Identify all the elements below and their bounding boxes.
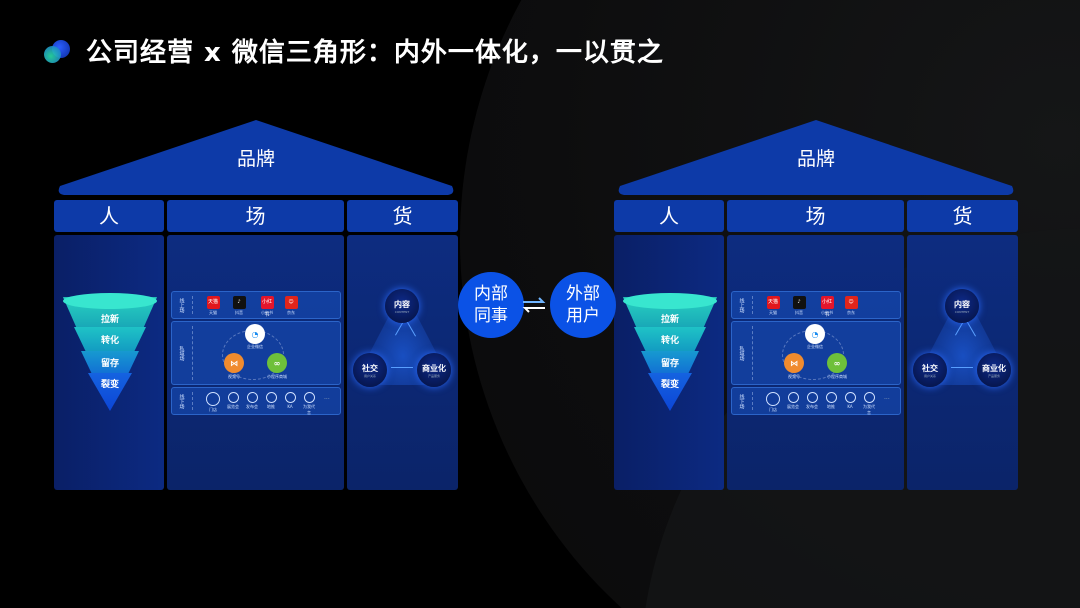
funnel-diagram: 拉新 转化 留存 裂变 <box>622 293 718 413</box>
people-panel: 拉新 转化 留存 裂变 <box>54 235 164 490</box>
swap-arrows-icon <box>521 295 547 315</box>
node-commerce: 商业化产品服务 <box>977 353 1011 387</box>
external-users-bubble: 外部用户 <box>550 272 616 338</box>
funnel-layer-convert: 转化 <box>74 327 146 351</box>
funnel-top <box>623 293 717 309</box>
xiaohongshu-icon: 小红书小红书 <box>820 296 834 318</box>
offline-scene-row: 线下场 门店 展览会 发布会 地推 KA 为我代言 ... <box>731 387 901 415</box>
douyin-icon: ♪抖音 <box>232 296 246 316</box>
channels-icon: ⋈ <box>224 353 244 373</box>
online-scene-row: 线上场 天猫天猫 ♪抖音 小红书小红书 ☺京东 <box>171 291 341 319</box>
column-header-scene: 场 <box>727 200 904 232</box>
scene-diagram: 线上场 天猫天猫 ♪抖音 小红书小红书 ☺京东 私域场 ◔ 企业微信 ⋈ 视频号… <box>171 291 341 415</box>
jd-icon: ☺京东 <box>284 296 298 316</box>
tmall-icon: 天猫天猫 <box>206 296 220 316</box>
private-scene-row: 私域场 ◔ 企业微信 ⋈ 视频号 ∞ 小程序商城 <box>731 321 901 385</box>
column-header-goods: 货 <box>347 200 458 232</box>
node-social: 社交用户关系 <box>913 353 947 387</box>
exhibition-icon: 展览会 <box>226 392 240 410</box>
column-header-people: 人 <box>614 200 724 232</box>
page-title: 公司经营 x 微信三角形：内外一体化，一以贯之 <box>86 38 664 68</box>
wecom-icon: ◔ <box>805 324 825 344</box>
funnel-layer-retain: 留存 <box>641 351 699 373</box>
funnel-layer-convert: 转化 <box>634 327 706 351</box>
house-external: 品牌 人 场 货 拉新 转化 留存 裂变 线上场 天猫天猫 ♪抖音 小红书小红书… <box>612 118 1020 498</box>
roof-label: 品牌 <box>796 148 835 170</box>
launch-event-icon: 发布会 <box>245 392 259 410</box>
jd-icon: ☺京东 <box>844 296 858 316</box>
funnel-layer-retain: 留存 <box>81 351 139 373</box>
node-commerce: 商业化产品服务 <box>417 353 451 387</box>
funnel-layer-viral: 裂变 <box>88 373 132 411</box>
exhibition-icon: 展览会 <box>786 392 800 410</box>
scene-panel: 线上场 天猫天猫 ♪抖音 小红书小红书 ☺京东 私域场 ◔ 企业微信 ⋈ 视频号… <box>727 235 904 490</box>
funnel-layer-viral: 裂变 <box>648 373 692 411</box>
header: 公司经营 x 微信三角形：内外一体化，一以贯之 <box>42 32 664 69</box>
miniprogram-icon: ∞ <box>267 353 287 373</box>
column-header-people: 人 <box>54 200 164 232</box>
column-header-goods: 货 <box>907 200 1018 232</box>
online-scene-row: 线上场 天猫天猫 ♪抖音 小红书小红书 ☺京东 <box>731 291 901 319</box>
roof <box>616 118 1016 196</box>
ground-promo-icon: 地推 <box>264 392 278 410</box>
funnel-diagram: 拉新 转化 留存 裂变 <box>62 293 158 413</box>
roof-label: 品牌 <box>236 148 275 170</box>
miniprogram-icon: ∞ <box>827 353 847 373</box>
logo-icon <box>42 37 72 65</box>
house-internal: 品牌 人 场 货 拉新 转化 留存 裂变 线上场 天猫天猫 ♪抖音 小红书小红书… <box>52 118 460 498</box>
channels-icon: ⋈ <box>784 353 804 373</box>
launch-event-icon: 发布会 <box>805 392 819 410</box>
store-icon: 门店 <box>206 392 220 413</box>
scene-diagram: 线上场 天猫天猫 ♪抖音 小红书小红书 ☺京东 私域场 ◔ 企业微信 ⋈ 视频号… <box>731 291 901 415</box>
roof <box>56 118 456 196</box>
ka-icon: KA <box>843 392 857 409</box>
store-icon: 门店 <box>766 392 780 413</box>
ka-icon: KA <box>283 392 297 409</box>
people-panel: 拉新 转化 留存 裂变 <box>614 235 724 490</box>
douyin-icon: ♪抖音 <box>792 296 806 316</box>
column-header-scene: 场 <box>167 200 344 232</box>
offline-scene-row: 线下场 门店 展览会 发布会 地推 KA 为我代言 ... <box>171 387 341 415</box>
node-social: 社交用户关系 <box>353 353 387 387</box>
ground-promo-icon: 地推 <box>824 392 838 410</box>
scene-panel: 线上场 天猫天猫 ♪抖音 小红书小红书 ☺京东 私域场 ◔ 企业微信 ⋈ 视频号… <box>167 235 344 490</box>
wecom-icon: ◔ <box>245 324 265 344</box>
xiaohongshu-icon: 小红书小红书 <box>260 296 274 318</box>
private-scene-row: 私域场 ◔ 企业微信 ⋈ 视频号 ∞ 小程序商城 <box>171 321 341 385</box>
funnel-top <box>63 293 157 309</box>
tmall-icon: 天猫天猫 <box>766 296 780 316</box>
internal-colleagues-bubble: 内部同事 <box>458 272 524 338</box>
endorse-icon: 为我代言 <box>862 392 876 416</box>
endorse-icon: 为我代言 <box>302 392 316 416</box>
